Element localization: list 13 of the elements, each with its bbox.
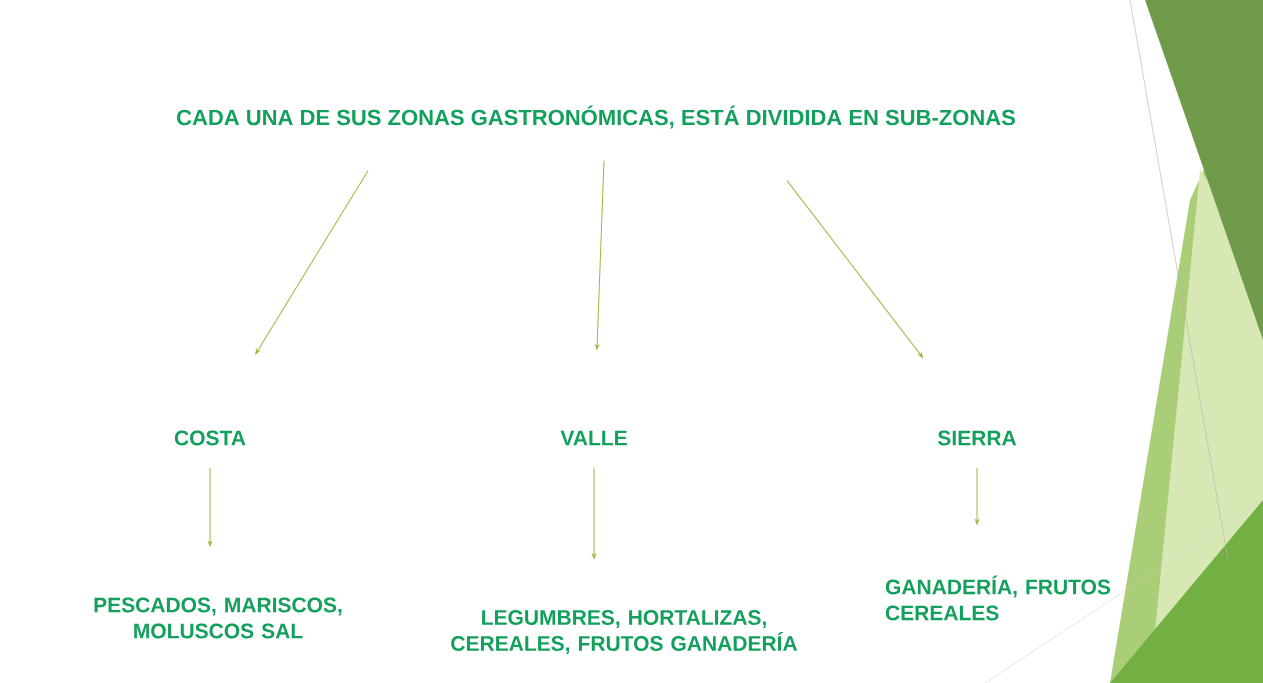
arrow (595, 160, 605, 350)
zone-label: SIERRA (937, 430, 1017, 446)
arrow (255, 170, 369, 355)
zone-label: COSTA (174, 430, 246, 446)
arrow (975, 467, 979, 525)
product-list: LEGUMBRES, HORTALIZAS, CEREALES, FRUTOS GANADERÍA (451, 610, 798, 654)
arrow (786, 180, 924, 358)
title-text: CADA UNA DE SUS ZONAS GASTRONÓMICAS, ESTÁ DIVIDIDA EN SUB-ZONAS (177, 105, 1015, 129)
product-list: GANADERÍA, FRUTOS CEREALES (885, 575, 1111, 621)
zone-label: VALLE (560, 430, 627, 446)
product-list: PESCADOS, MARISCOS, MOLUSCOS SAL (94, 597, 342, 639)
arrow (208, 467, 212, 547)
arrow (592, 466, 596, 559)
